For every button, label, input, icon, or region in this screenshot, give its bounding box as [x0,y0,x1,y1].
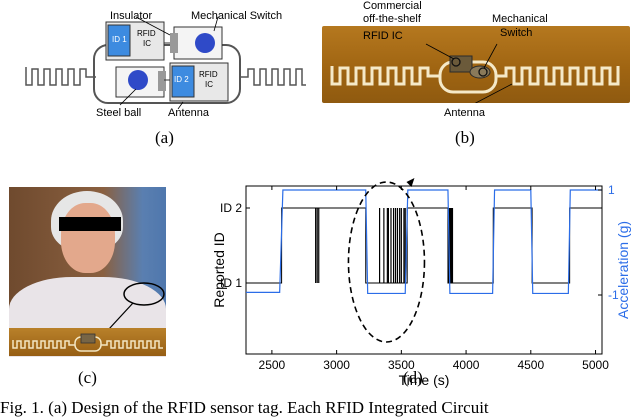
face-redaction-bar [59,217,121,231]
y-right-tick-label: 1 [608,183,615,197]
label-mechanical-2: Switch [500,27,533,39]
x-tick-label: 3000 [323,358,350,372]
y-right-tick-label: -1 [608,288,619,302]
y-right-axis-label: Acceleration (g) [615,221,631,319]
label-id1: ID 1 [112,35,127,44]
x-tick-label: 2500 [259,358,286,372]
id2-block [171,65,195,98]
label-id2: ID 2 [174,75,189,84]
rfid-ic-chip [449,55,473,73]
id1-block [107,24,131,57]
label-mechanical-1: Mechanical [492,13,548,25]
x-tick-label: 4500 [517,358,544,372]
panel-a-diagram [25,16,306,110]
label-rfid-bottom: RFID [199,70,218,79]
antenna-meander-right [240,68,306,86]
leader-switch [213,16,219,32]
caption-c: (c) [78,368,97,387]
label-commercial-2: off-the-shelf [363,13,421,25]
label-mechanical-switch: Mechanical Switch [191,10,283,22]
label-rfid-top: RFID [137,29,156,38]
steel-ball-top [195,33,215,53]
acceleration-line [246,189,602,295]
x-tick-label: 4000 [453,358,480,372]
panel-b-photo [322,26,630,103]
antenna-meander-left [25,67,96,86]
y-left-tick-label: ID 1 [220,276,242,290]
label-insulator: Insulator [110,10,153,22]
y-left-axis-label: Reported ID [211,232,227,307]
leader-antenna [177,101,184,110]
antenna-loop [93,44,241,104]
caption-a: (a) [155,128,174,147]
annotation-ellipse [347,181,426,343]
label-antenna-a: Antenna [168,107,209,119]
y-left-tick-label: ID 2 [220,201,242,215]
annotation-arrowhead [406,178,415,187]
label-ic-bottom: IC [205,80,213,89]
caption-d: (d) [403,368,423,387]
figure-caption: Fig. 1. (a) Design of the RFID sensor ta… [0,398,489,417]
panel-c-tag-antenna [12,333,163,352]
leader-ball [119,88,137,106]
person-face [61,203,115,273]
caption-b: (b) [455,128,475,147]
label-ic-top: IC [143,39,151,48]
plot-frame [245,185,603,355]
insulator-bottom [158,71,166,91]
reported-id-line [246,207,602,284]
label-commercial-3: RFID IC [363,30,403,42]
label-steel-ball: Steel ball [96,107,142,119]
x-tick-label: 5000 [582,358,609,372]
label-antenna-b: Antenna [444,107,485,119]
leader-insulator [135,16,171,36]
label-commercial-1: Commercial [363,0,422,12]
x-axis-label: Time (s) [399,372,450,388]
panel-b-antenna-drawing [330,43,620,103]
steel-ball-bottom [128,70,148,90]
insulator-top [170,33,178,53]
x-tick-label: 3500 [388,358,415,372]
